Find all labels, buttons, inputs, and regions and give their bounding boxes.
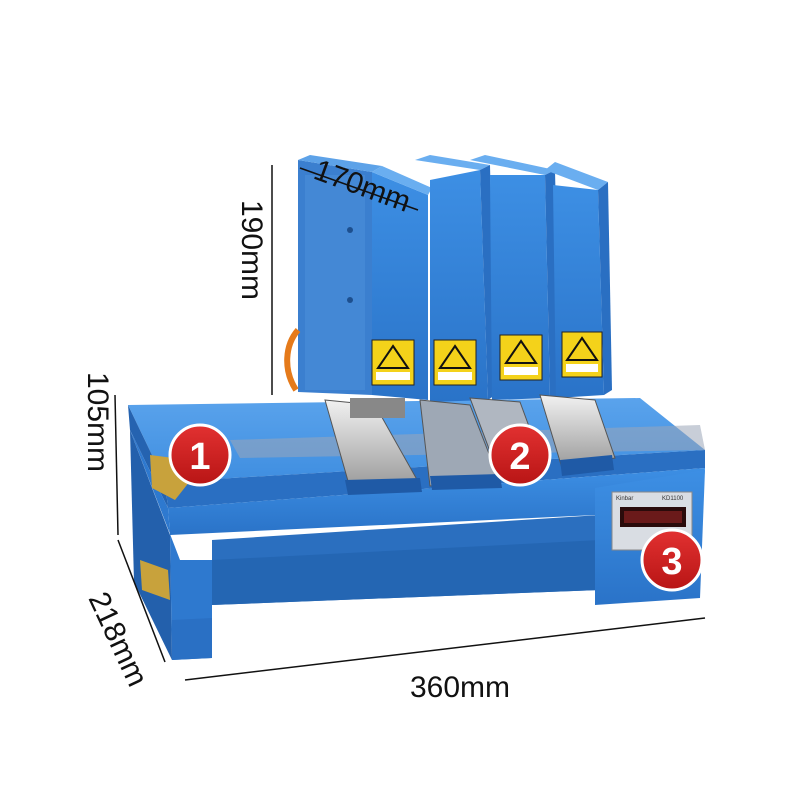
counter-brand: Kinbar: [616, 496, 633, 502]
badge-2-label: 2: [509, 436, 530, 478]
dimension-label-190: 190mm: [235, 200, 268, 300]
warning-labels: [371, 331, 603, 386]
dimension-label-360: 360mm: [410, 671, 510, 704]
counter-model: KD1100: [662, 496, 684, 502]
badge-1: 1: [168, 423, 232, 487]
badge-2: 2: [488, 423, 552, 487]
dimension-label-218: 218mm: [82, 587, 154, 692]
warning-triangle-icon: [499, 334, 543, 381]
badge-3: 3: [640, 528, 704, 592]
dimension-label-105: 105mm: [81, 372, 114, 472]
warning-triangle-icon: [371, 339, 415, 386]
badge-3-label: 3: [661, 541, 682, 583]
badge-1-label: 1: [189, 436, 210, 478]
dimension-lines: [114, 165, 706, 681]
warning-triangle-icon: [561, 331, 603, 378]
warning-triangle-icon: [433, 339, 477, 386]
